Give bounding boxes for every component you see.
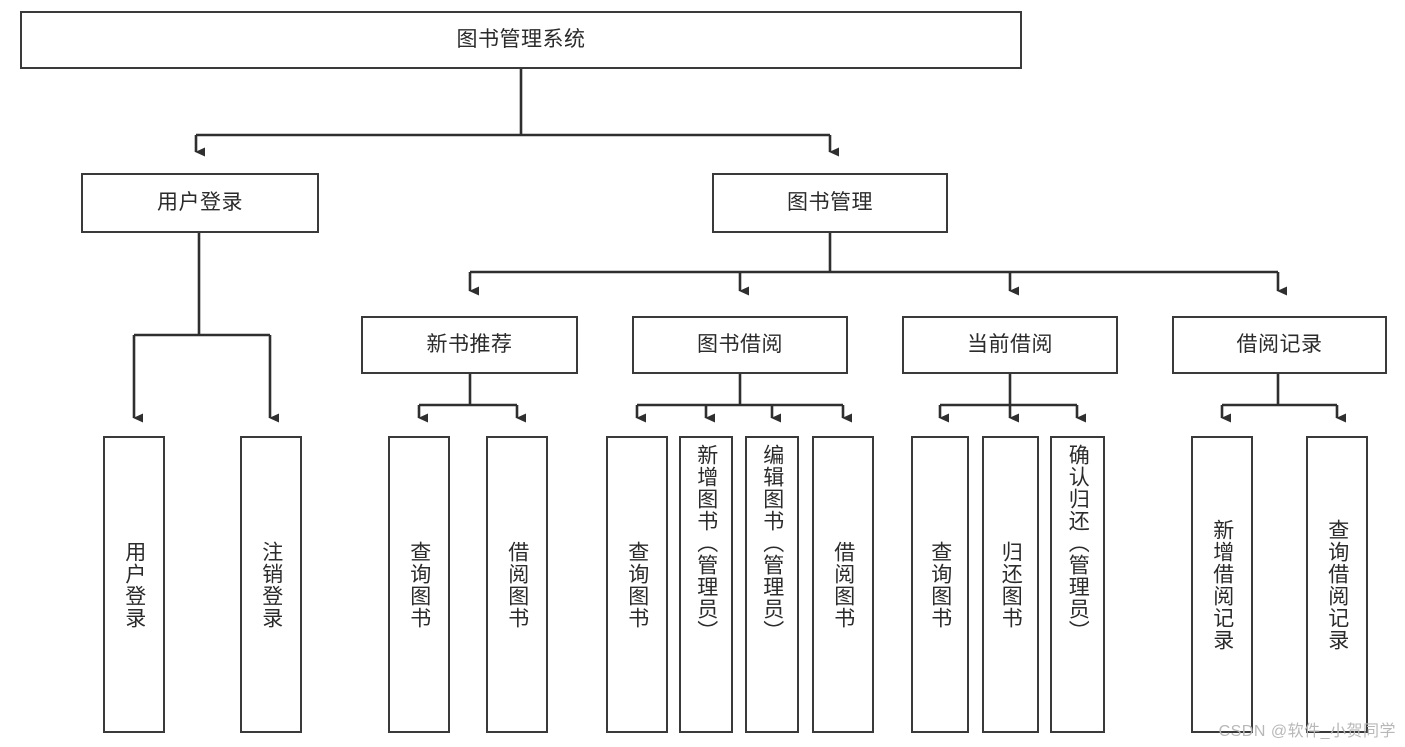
node-user-login[interactable]: 用户登录	[81, 173, 319, 233]
leaf-book-borrow-add-book[interactable]: 新增图书（管理员）	[679, 436, 733, 733]
leaf-current-borrow-return-book[interactable]: 归还图书	[982, 436, 1039, 733]
leaf-label: 查询图书	[625, 540, 649, 629]
leaf-label: 归还图书	[999, 540, 1023, 629]
leaf-current-borrow-query-book[interactable]: 查询图书	[911, 436, 969, 733]
node-label: 图书管理	[787, 191, 873, 215]
leaf-book-borrow-borrow-book[interactable]: 借阅图书	[812, 436, 874, 733]
node-book-management[interactable]: 图书管理	[712, 173, 948, 233]
leaf-user-login-logout[interactable]: 注销登录	[240, 436, 302, 733]
node-label: 新书推荐	[426, 333, 513, 357]
leaf-new-book-query-book[interactable]: 查询图书	[388, 436, 450, 733]
leaf-label: 新增借阅记录	[1210, 518, 1234, 651]
node-label: 借阅记录	[1236, 333, 1323, 357]
leaf-label: 借阅图书	[831, 540, 855, 629]
node-new-book-recommend[interactable]: 新书推荐	[361, 316, 578, 374]
leaf-label: 查询图书	[407, 540, 431, 629]
leaf-label: 查询借阅记录	[1325, 518, 1349, 651]
node-label: 当前借阅	[967, 333, 1053, 357]
node-label: 图书借阅	[697, 333, 783, 357]
leaf-borrow-record-add-record[interactable]: 新增借阅记录	[1191, 436, 1253, 733]
leaf-user-login-login[interactable]: 用户登录	[103, 436, 165, 733]
node-label: 用户登录	[157, 191, 243, 215]
leaf-label: 编辑图书（管理员）	[760, 444, 784, 642]
leaf-label: 确认归还（管理员）	[1066, 444, 1090, 642]
node-borrow-record[interactable]: 借阅记录	[1172, 316, 1387, 374]
leaf-current-borrow-confirm-return[interactable]: 确认归还（管理员）	[1050, 436, 1105, 733]
node-root-book-management-system[interactable]: 图书管理系统	[20, 11, 1022, 69]
node-book-borrow[interactable]: 图书借阅	[632, 316, 848, 374]
node-label: 图书管理系统	[456, 28, 586, 52]
leaf-book-borrow-edit-book[interactable]: 编辑图书（管理员）	[745, 436, 799, 733]
leaf-new-book-borrow-book[interactable]: 借阅图书	[486, 436, 548, 733]
leaf-borrow-record-query-record[interactable]: 查询借阅记录	[1306, 436, 1368, 733]
leaf-label: 借阅图书	[505, 540, 529, 629]
leaf-label: 新增图书（管理员）	[694, 444, 718, 642]
leaf-book-borrow-query-book[interactable]: 查询图书	[606, 436, 668, 733]
leaf-label: 用户登录	[122, 540, 146, 629]
leaf-label: 注销登录	[259, 540, 283, 629]
node-current-borrow[interactable]: 当前借阅	[902, 316, 1118, 374]
leaf-label: 查询图书	[928, 540, 952, 629]
